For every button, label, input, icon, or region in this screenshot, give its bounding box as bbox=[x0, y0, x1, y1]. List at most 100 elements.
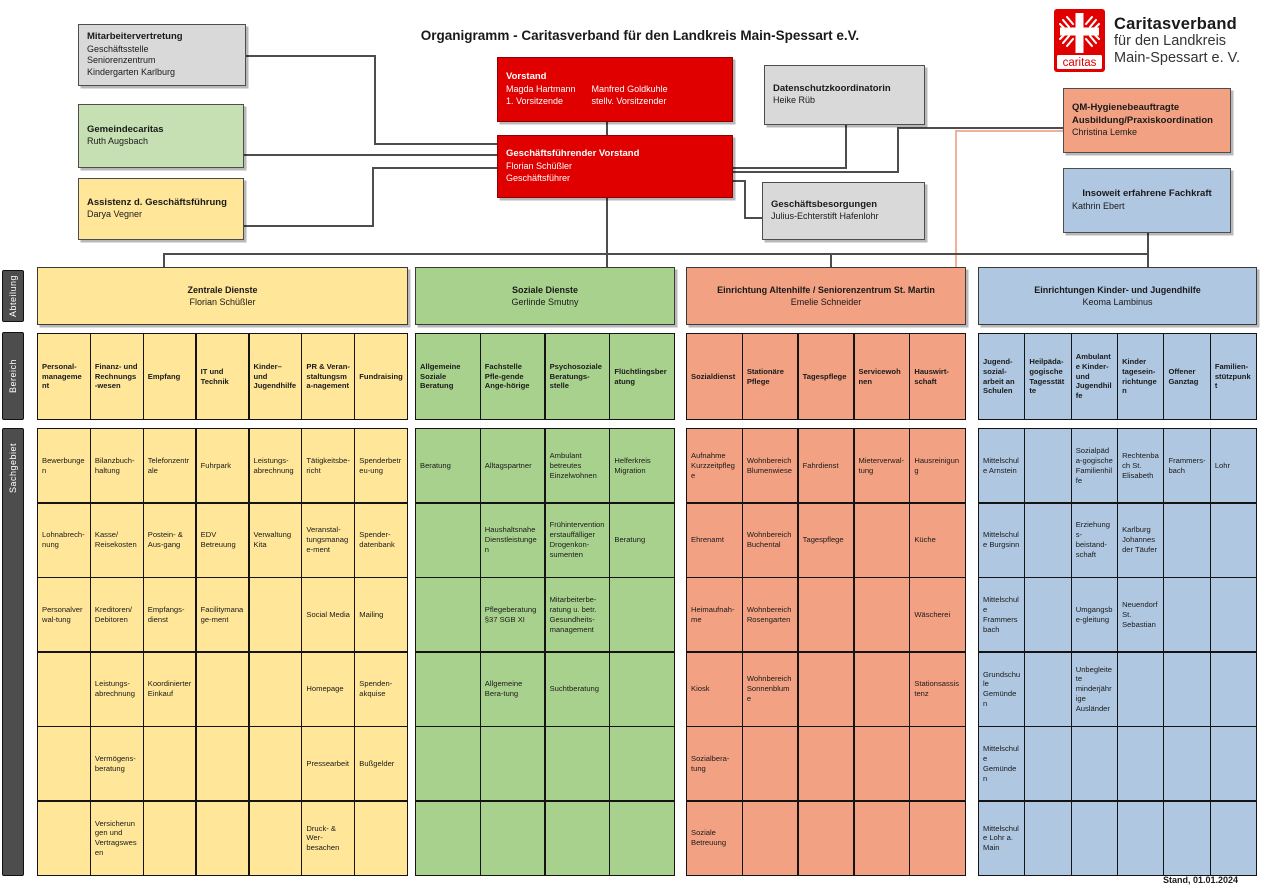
sachgebiet-cell: Grundschule Gemünden bbox=[979, 652, 1025, 726]
sachgebiet-cell: Ambulant betreutes Einzelwohnen bbox=[545, 429, 610, 503]
sachgebiet-cell: Hausreinigung bbox=[910, 429, 965, 503]
box-insoweit-erfahrene-fachkraft: Insoweit erfahrene Fachkraft Kathrin Ebe… bbox=[1063, 168, 1231, 233]
sachgebiet-cell: Karlburg Johannes der Täufer bbox=[1118, 503, 1164, 577]
sachgebiet-cell bbox=[798, 801, 854, 875]
dept-name: Einrichtung Altenhilfe / Seniorenzentrum… bbox=[717, 284, 935, 295]
bereich-cell: IT und Technik bbox=[196, 334, 249, 419]
bereich-cell: Heilpäda-gogische Tagesstätte bbox=[1025, 334, 1071, 419]
sachgebiet-cell bbox=[249, 652, 302, 726]
sachgebiet-cell bbox=[1025, 801, 1071, 875]
sachgebiet-cell bbox=[854, 652, 910, 726]
sachgebiet-cell: Mittelschule Lohr a. Main bbox=[979, 801, 1025, 875]
dept-lead: Gerlinde Smutny bbox=[511, 297, 579, 307]
sachgebiet-cell: Spenden-akquise bbox=[355, 652, 407, 726]
row-label-text: Abteilung bbox=[8, 274, 18, 318]
sachgebiet-cell bbox=[854, 503, 910, 577]
logo-line1: Caritasverband bbox=[1114, 15, 1237, 33]
box-gemeindecaritas: Gemeindecaritas Ruth Augsbach bbox=[78, 104, 244, 168]
sachgebiet-cell: Facilitymanage-ment bbox=[196, 578, 249, 652]
dept-name: Soziale Dienste bbox=[511, 284, 579, 295]
box-line: Geschäftsführer bbox=[506, 172, 571, 183]
sachgebiet-cell: Wohnbereich Sonnenblume bbox=[742, 652, 798, 726]
sachgebiet-cell bbox=[196, 801, 249, 875]
connector-line bbox=[744, 217, 763, 219]
bereich-cell: Personal-management bbox=[38, 334, 90, 419]
box-line: Kindergarten Karlburg bbox=[87, 67, 176, 78]
member-role: 1. Vorsitzende bbox=[506, 95, 564, 106]
box-line: Christina Lemke bbox=[1072, 127, 1138, 138]
bereich-cell: PR & Veran-staltungsma-nagement bbox=[302, 334, 355, 419]
box-title: QM-Hygienebeauftragte bbox=[1072, 102, 1180, 114]
sachgebiet-cell bbox=[910, 727, 965, 801]
box-geschaeftsbesorgungen: Geschäftsbesorgungen Julius-Echterstift … bbox=[762, 182, 925, 240]
connector-line bbox=[733, 171, 899, 173]
member-name: Manfred Goldkuhle bbox=[591, 83, 668, 94]
sachgebiet-cell: Stationsassistenz bbox=[910, 652, 965, 726]
connector-line bbox=[897, 127, 899, 173]
sachgebiet-cell: Beratung bbox=[610, 503, 674, 577]
sachgebiet-cell: Neuendorf St. Sebastian bbox=[1118, 578, 1164, 652]
sachgebiet-cell: Koordinierter Einkauf bbox=[143, 652, 196, 726]
sachgebiet-cell bbox=[854, 801, 910, 875]
sachgebiet-cell bbox=[1025, 503, 1071, 577]
sachgebiet-cell: Fahrdienst bbox=[798, 429, 854, 503]
sachgebiet-cell: Tagespflege bbox=[798, 503, 854, 577]
connector-line bbox=[374, 143, 498, 145]
sachgebiet-cell bbox=[1025, 652, 1071, 726]
sachgebiet-cell bbox=[1118, 652, 1164, 726]
bereich-cell: Stationäre Pflege bbox=[742, 334, 798, 419]
vorstand-member-2: Manfred Goldkuhle stellv. Vorsitzender bbox=[592, 84, 668, 108]
box-line: Geschäftsstelle bbox=[87, 43, 149, 54]
sachgebiet-cell: Frühintervention erstauffälliger Drogenk… bbox=[545, 503, 610, 577]
sachgebiet-cell: Heimaufnah-me bbox=[687, 578, 742, 652]
box-vorstand: Vorstand Magda Hartmann 1. Vorsitzende M… bbox=[497, 57, 733, 122]
sachgebiet-cell: Soziale Betreuung bbox=[687, 801, 742, 875]
box-qm-hygienebeauftragte: QM-Hygienebeauftragte Ausbildung/Praxisk… bbox=[1063, 88, 1231, 153]
sachgebiet-cell: Lohnabrech-nung bbox=[38, 503, 90, 577]
sachgebiet-cell: Kiosk bbox=[687, 652, 742, 726]
sachgebiet-cell: Bewerbungen bbox=[38, 429, 90, 503]
sachgebiet-cell: Wohnbereich Rosengarten bbox=[742, 578, 798, 652]
sachgebiet-cell bbox=[1210, 801, 1256, 875]
sachgebiet-cell: EDV Betreuung bbox=[196, 503, 249, 577]
sachgebiet-cell bbox=[196, 652, 249, 726]
sachgebiet-cell: Mittelschule Frammersbach bbox=[979, 578, 1025, 652]
box-datenschutzkoordinatorin: Datenschutzkoordinatorin Heike Rüb bbox=[764, 65, 925, 125]
bereich-cell: Kinder– und Jugendhilfe bbox=[249, 334, 302, 419]
sachgebiet-cell: Lohr bbox=[1210, 429, 1256, 503]
sachgebiet-cell: Alltagspartner bbox=[480, 429, 545, 503]
page-title: Organigramm - Caritasverband für den Lan… bbox=[420, 28, 860, 43]
bereich-cell: Hauswirt-schaft bbox=[910, 334, 965, 419]
sachgebiet-cell: Vermögens-beratung bbox=[90, 727, 143, 801]
box-title: Datenschutzkoordinatorin bbox=[773, 82, 891, 94]
sachgebiet-cell bbox=[610, 652, 674, 726]
box-line: Heike Rüb bbox=[773, 95, 816, 106]
connector-line bbox=[372, 167, 498, 169]
sachgebiet-cell: Verwaltung Kita bbox=[249, 503, 302, 577]
box-title: Geschäftsbesorgungen bbox=[771, 198, 878, 210]
bereich-cell: Sozialdienst bbox=[687, 334, 742, 419]
row-label-text: Bereich bbox=[8, 358, 18, 393]
box-mitarbeitervertretung: Mitarbeitervertretung Geschäftsstelle Se… bbox=[78, 24, 246, 86]
sachgebiet-cell: Beratung bbox=[416, 429, 480, 503]
sachgebiet-cell: Bußgelder bbox=[355, 727, 407, 801]
connector-line bbox=[244, 154, 498, 156]
logo-line2: für den Landkreis bbox=[1114, 33, 1227, 50]
sachgebiet-cell bbox=[416, 727, 480, 801]
sachgebiet-cell bbox=[910, 801, 965, 875]
sachgebiet-cell: Druck- & Wer-besachen bbox=[302, 801, 355, 875]
sachgebiet-cell: Rechtenbach St. Elisabeth bbox=[1118, 429, 1164, 503]
sachgebiet-cell: Pflegeberatung §37 SGB XI bbox=[480, 578, 545, 652]
sachgebiet-cell: Ehrenamt bbox=[687, 503, 742, 577]
sachgebiet-cell bbox=[1071, 801, 1117, 875]
dept-header-altenhilfe: Einrichtung Altenhilfe / Seniorenzentrum… bbox=[686, 267, 966, 325]
row-label-bereich: Bereich bbox=[2, 332, 24, 420]
bereich-cell: Kinder tagesein-richtungen bbox=[1118, 334, 1164, 419]
